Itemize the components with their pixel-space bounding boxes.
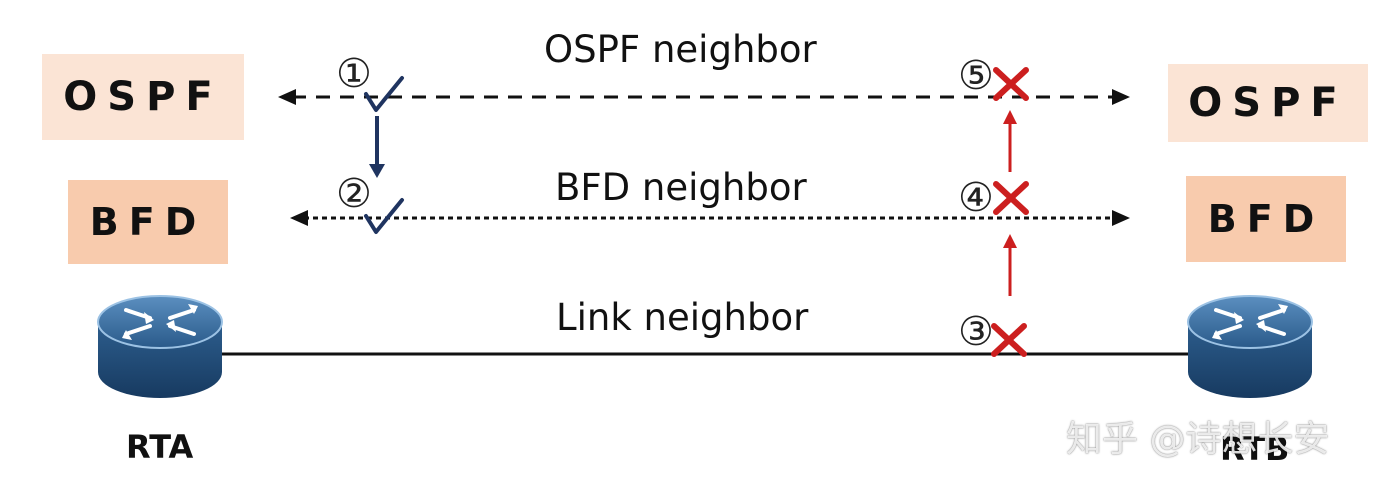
router-rta-label: RTA bbox=[126, 428, 194, 466]
ospf-neighbor-line bbox=[278, 89, 1130, 105]
ospf-box-right: OSPF bbox=[1168, 64, 1368, 142]
router-icon bbox=[1187, 295, 1313, 398]
arrow-up-icon bbox=[1003, 234, 1017, 296]
step-5-marker: ⑤ bbox=[958, 53, 994, 99]
bfd-neighbor-line bbox=[290, 210, 1130, 226]
arrow-up-icon bbox=[1003, 110, 1017, 172]
check-icon bbox=[364, 76, 404, 112]
step-1-marker: ① bbox=[336, 51, 372, 97]
bfd-label-right: BFD bbox=[1207, 197, 1325, 241]
ospf-neighbor-label: OSPF neighbor bbox=[544, 28, 817, 71]
link-neighbor-label: Link neighbor bbox=[556, 296, 809, 339]
watermark: 知乎 @诗想长安 bbox=[1066, 419, 1330, 460]
bfd-label-left: BFD bbox=[89, 200, 207, 244]
check-icon bbox=[364, 198, 404, 234]
bfd-neighbor-label: BFD neighbor bbox=[555, 166, 807, 209]
bfd-box-left: BFD bbox=[68, 180, 228, 264]
router-rtb-label: RTB bbox=[1220, 430, 1290, 468]
step-4-marker: ④ bbox=[958, 175, 994, 221]
ospf-box-left: OSPF bbox=[42, 54, 244, 140]
router-icon bbox=[97, 295, 223, 398]
step-2-marker: ② bbox=[336, 171, 372, 217]
ospf-label-left: OSPF bbox=[63, 74, 223, 120]
cross-icon bbox=[993, 181, 1029, 215]
arrow-down-icon bbox=[369, 116, 385, 178]
ospf-label-right: OSPF bbox=[1188, 80, 1348, 126]
step-3-marker: ③ bbox=[958, 309, 994, 355]
bfd-box-right: BFD bbox=[1186, 176, 1346, 262]
cross-icon bbox=[991, 323, 1027, 357]
cross-icon bbox=[993, 67, 1029, 101]
